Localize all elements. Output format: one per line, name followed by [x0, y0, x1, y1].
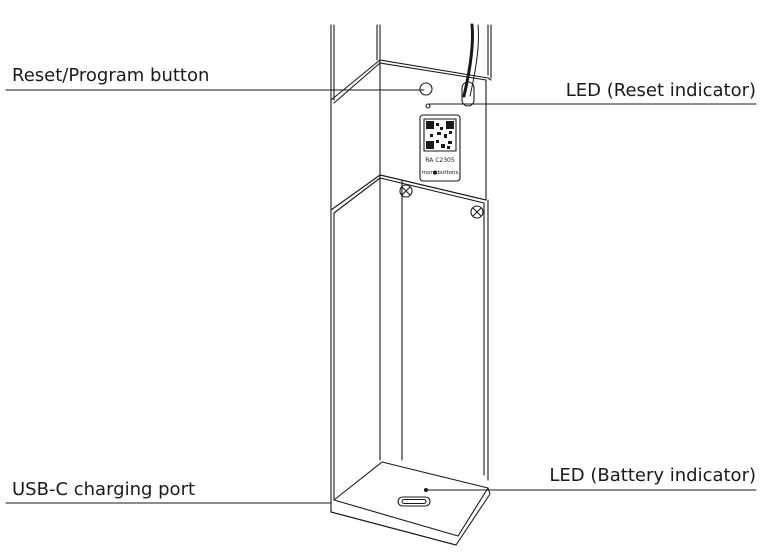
- screw-left: [399, 184, 413, 198]
- mount-slot: [461, 81, 475, 107]
- cable: [462, 23, 474, 98]
- lower-body: [330, 174, 489, 504]
- led-reset-graphic: [425, 103, 431, 109]
- label-usbc-charging-port: USB-C charging port: [12, 479, 196, 500]
- label-reset-program-button: Reset/Program button: [12, 65, 210, 86]
- screw-right: [470, 205, 484, 219]
- bottom-base: [330, 461, 491, 546]
- label-led-battery-indicator: LED (Battery indicator): [549, 465, 756, 486]
- qr-code: [426, 121, 454, 149]
- qr-label: [419, 114, 461, 182]
- led-battery-graphic: [424, 488, 428, 492]
- reset-button-graphic: [419, 82, 433, 96]
- device-brand-text: mor●buttons: [422, 170, 459, 176]
- pole-upper: [330, 24, 492, 101]
- device-model-text: RA C2305: [425, 157, 455, 164]
- label-led-reset-indicator: LED (Reset indicator): [565, 80, 756, 101]
- usbc-port-graphic: [397, 496, 431, 507]
